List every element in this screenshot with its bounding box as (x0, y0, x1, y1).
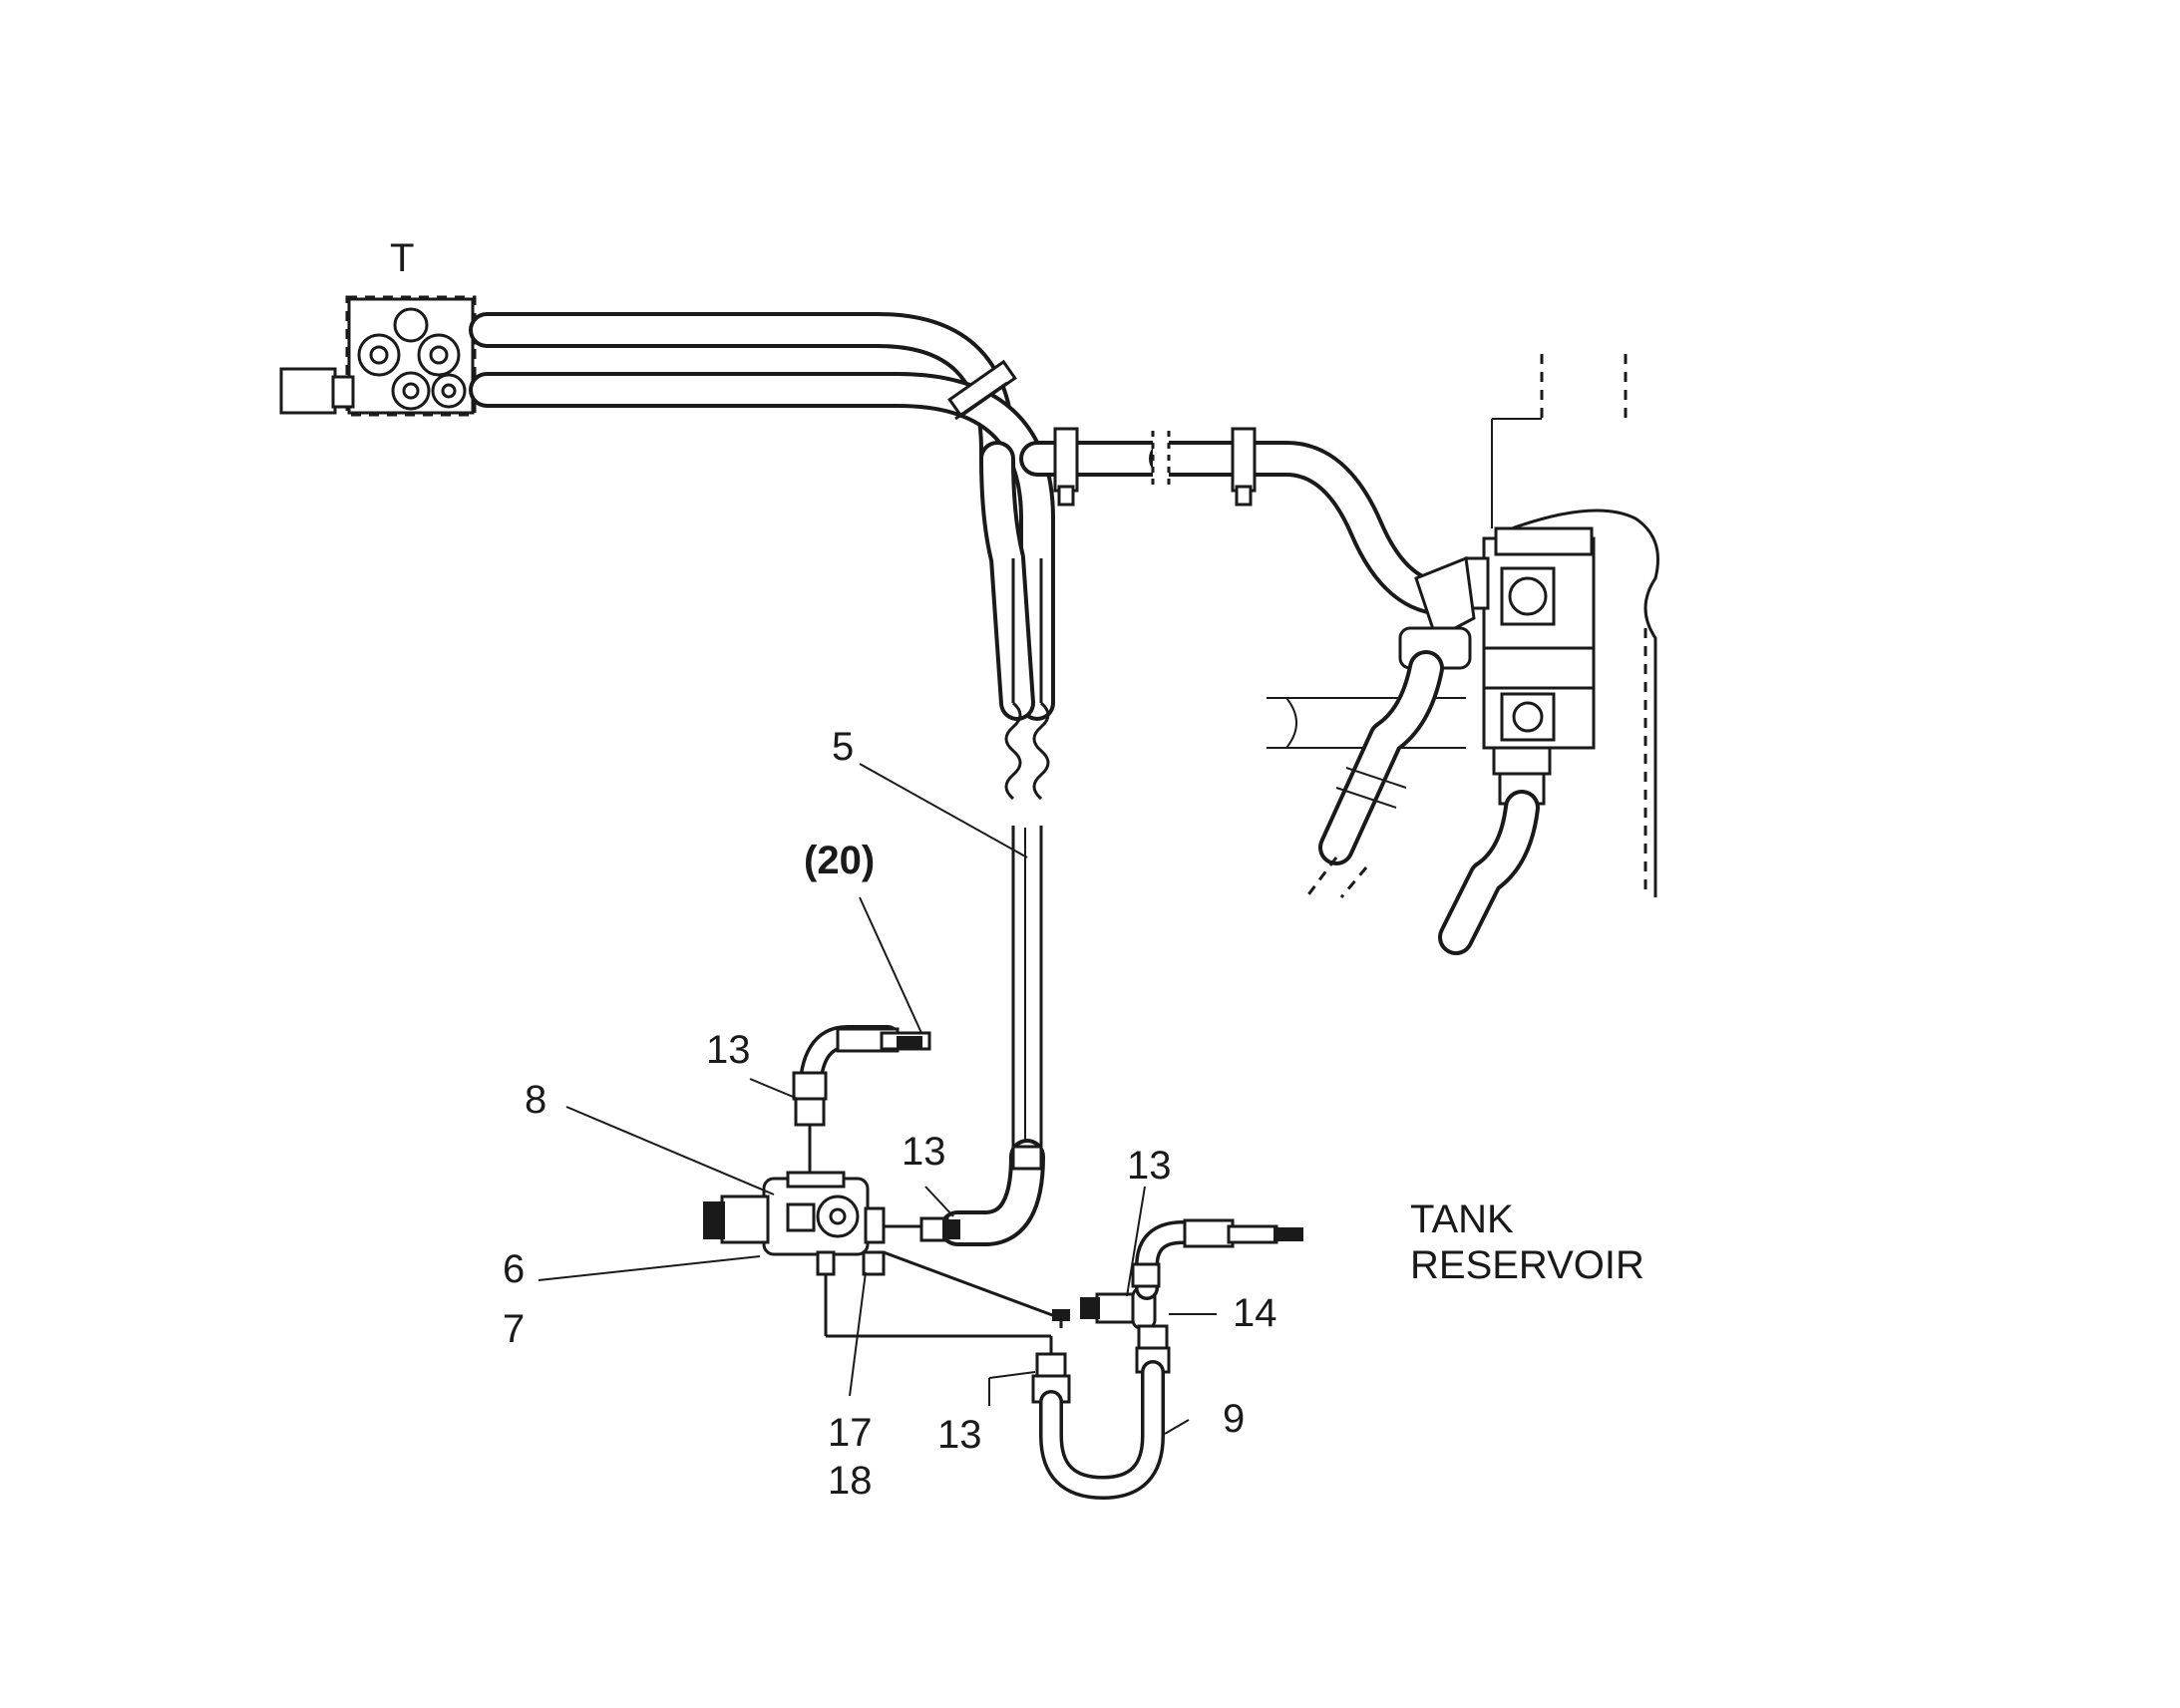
tank-reservoir-assembly (1267, 354, 1659, 955)
control-valve-block-t (279, 295, 489, 417)
label-part-18: 18 (828, 1459, 873, 1503)
lower-piping (824, 1218, 1303, 1500)
label-fitting-13-upper: 13 (706, 1028, 751, 1072)
label-t: T (390, 236, 414, 280)
label-valve-8: 8 (525, 1078, 546, 1122)
label-fitting-13-right: 13 (1127, 1144, 1172, 1188)
label-part-6: 6 (503, 1247, 525, 1291)
label-part-17: 17 (828, 1411, 873, 1455)
label-hose-5: 5 (832, 725, 854, 769)
label-part-7: 7 (503, 1307, 525, 1351)
callout-labels: T 5 (20) 13 8 13 13 6 7 14 9 17 18 13 TA… (390, 236, 1644, 1503)
label-reservoir: RESERVOIR (1410, 1243, 1644, 1287)
label-fitting-13-lower: 13 (937, 1413, 982, 1457)
label-fitting-13-middle: 13 (902, 1130, 946, 1174)
return-hose-to-tank (1019, 427, 1464, 616)
label-tank: TANK (1410, 1197, 1514, 1241)
valve-8-assembly (703, 1025, 960, 1296)
hose-5 (939, 558, 1050, 1246)
label-tee-14: 14 (1233, 1291, 1277, 1335)
label-hose-9: 9 (1223, 1397, 1245, 1441)
leader-lines (538, 763, 1217, 1435)
label-part-20: (20) (804, 839, 875, 882)
upper-hose-pair (469, 312, 1055, 721)
